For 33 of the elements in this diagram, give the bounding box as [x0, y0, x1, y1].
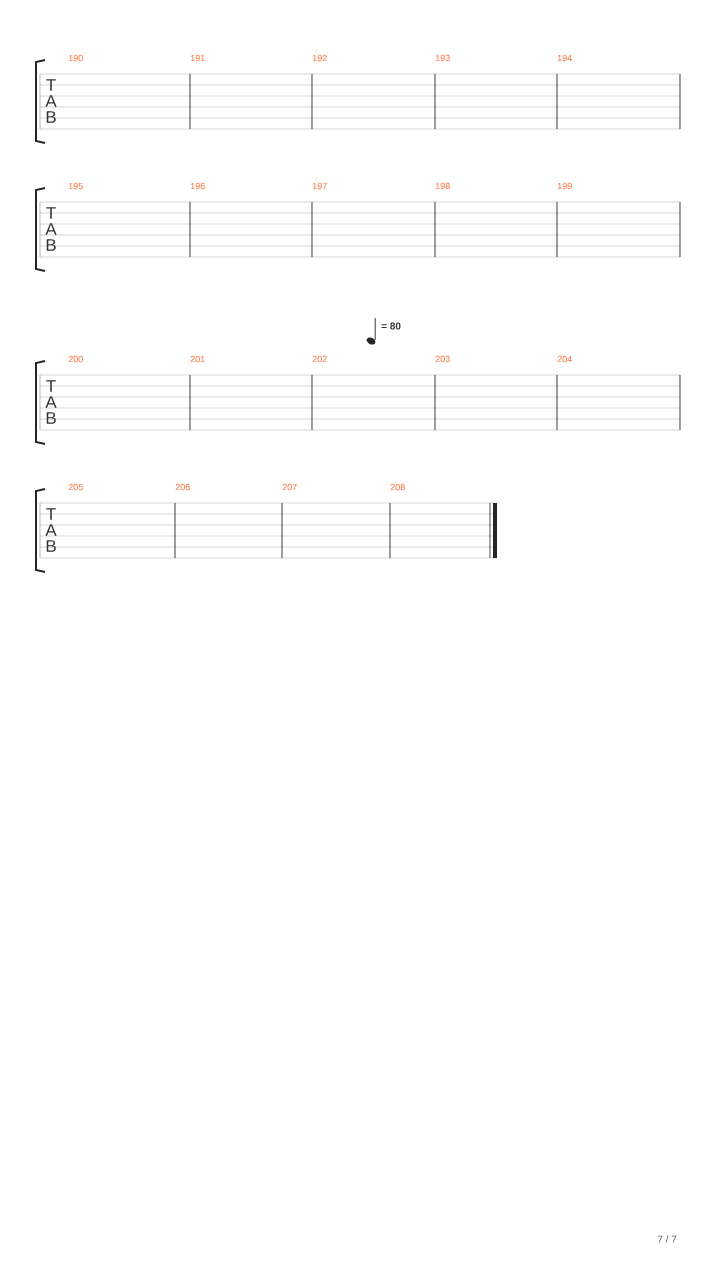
measure-number: 208	[390, 483, 405, 491]
tab-clef-letter: B	[46, 540, 56, 552]
tab-clef-letter: T	[46, 79, 56, 91]
measure-number: 204	[557, 355, 572, 363]
measure-number: 203	[435, 355, 450, 363]
measure-number: 206	[175, 483, 190, 491]
measure-number: 191	[190, 54, 205, 62]
tab-clef-letter: A	[45, 223, 57, 235]
measure-number: 207	[282, 483, 297, 491]
tab-clef-letter: B	[46, 239, 56, 251]
measure-number: 195	[68, 182, 83, 190]
measure-number: 205	[68, 483, 83, 491]
measure-number: 193	[435, 54, 450, 62]
tab-clef-letter: A	[45, 524, 57, 536]
tab-clef-letter: B	[46, 412, 56, 424]
tempo-marking: = 80	[381, 322, 401, 330]
tab-clef-letter: T	[46, 508, 56, 520]
measure-number: 192	[312, 54, 327, 62]
measure-number: 194	[557, 54, 572, 62]
measure-number: 190	[68, 54, 83, 62]
measure-number: 200	[68, 355, 83, 363]
measure-number: 197	[312, 182, 327, 190]
tab-clef-letter: A	[45, 396, 57, 408]
measure-number: 202	[312, 355, 327, 363]
measure-number: 199	[557, 182, 572, 190]
tab-clef-letter: B	[46, 111, 56, 123]
measure-number: 201	[190, 355, 205, 363]
tab-clef-letter: T	[46, 207, 56, 219]
measure-number: 196	[190, 182, 205, 190]
tab-clef-letter: T	[46, 380, 56, 392]
measure-number: 198	[435, 182, 450, 190]
tab-clef-letter: A	[45, 95, 57, 107]
page-number: 7 / 7	[657, 1235, 677, 1243]
